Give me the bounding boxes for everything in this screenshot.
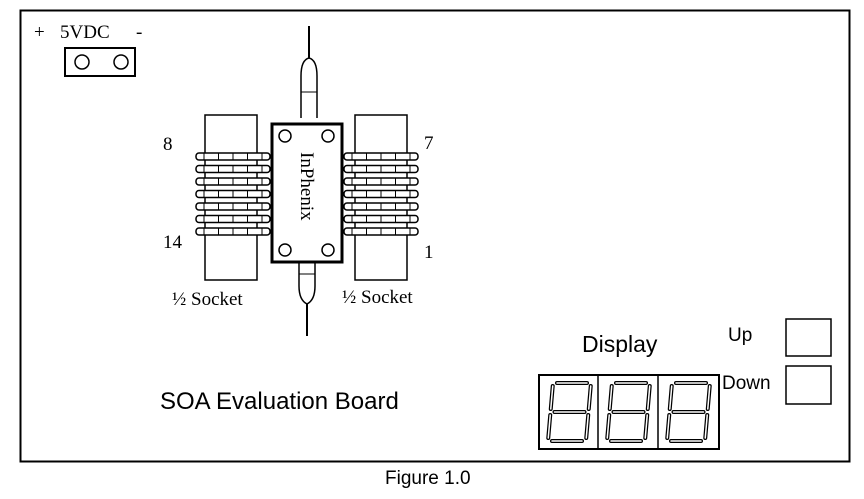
right-half-socket [343,114,419,281]
power-plus-label: + [34,22,45,43]
board-title: SOA Evaluation Board [160,388,399,415]
mount-hole [321,243,335,257]
pin-label-1: 1 [424,242,434,263]
digit-segment [644,414,648,439]
display-digit [605,381,652,443]
figure-caption: Figure 1.0 [385,468,471,489]
display-digit [546,381,593,443]
digit-segment [669,385,673,410]
mount-hole [321,129,335,143]
digit-segment [704,414,708,439]
display-digit [665,381,712,443]
seven-segment-display [538,374,720,450]
power-pin-plus [74,54,90,70]
digit-segment [609,385,613,410]
display-label: Display [582,331,658,357]
fiber-bottom [298,252,316,336]
down-button[interactable] [785,365,832,405]
soa-device: InPhenix [270,122,344,264]
pin-label-14: 14 [163,232,183,253]
power-connector [64,47,136,77]
right-socket-label: ½ Socket [342,287,413,308]
digit-segment [588,385,592,410]
digit-segment [647,385,651,410]
mount-hole [278,129,292,143]
pin-label-8: 8 [163,134,173,155]
up-button[interactable] [785,318,832,357]
digit-segment [606,414,610,439]
mount-hole [278,243,292,257]
board-outline [19,9,851,463]
digit-segment [666,414,670,439]
digit-segment [547,414,551,439]
digit-segment [585,414,589,439]
fiber-top [300,26,318,118]
left-half-socket [195,114,271,281]
power-minus-label: - [136,22,142,43]
power-pin-minus [113,54,129,70]
left-socket-label: ½ Socket [172,289,243,310]
down-button-label: Down [722,373,771,394]
digit-segment [707,385,711,410]
digit-segment [550,385,554,410]
power-voltage-label: 5VDC [60,22,110,43]
pin-label-7: 7 [424,133,434,154]
device-brand-label: InPhenix [296,152,317,221]
up-button-label: Up [728,325,752,346]
